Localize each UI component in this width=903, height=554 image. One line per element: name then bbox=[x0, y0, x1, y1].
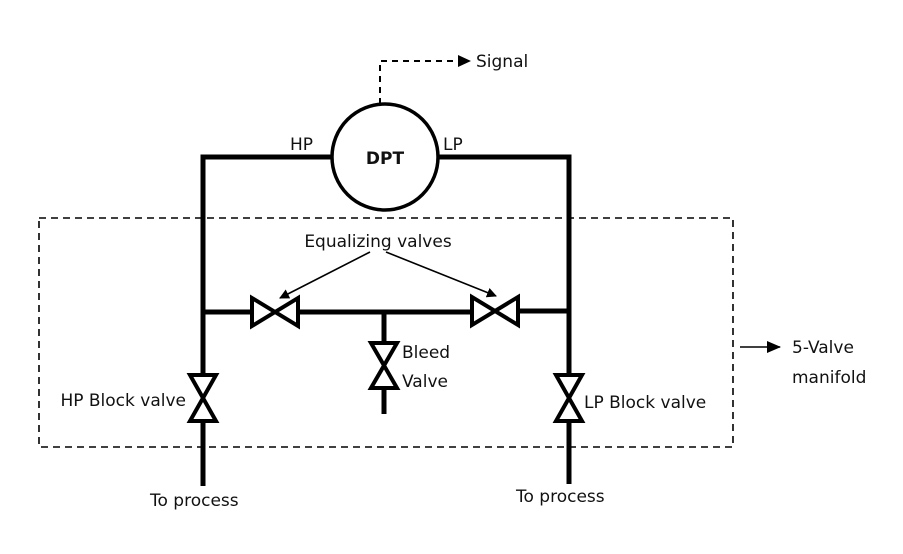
hp-impulse-line bbox=[200, 154, 332, 374]
bleed-label-line2: Valve bbox=[402, 372, 448, 392]
lp-side-label: LP bbox=[443, 135, 463, 155]
to-process-right-label: To process bbox=[515, 487, 605, 507]
equalizing-valves-label: Equalizing valves bbox=[304, 232, 452, 252]
bleed-label-line1: Bleed bbox=[402, 343, 450, 363]
signal-label: Signal bbox=[476, 52, 528, 72]
hp-side-label: HP bbox=[290, 135, 313, 155]
lp-block-valve-icon bbox=[552, 373, 586, 423]
dpt-label: DPT bbox=[366, 149, 405, 169]
to-process-left-label: To process bbox=[149, 491, 239, 511]
hp-block-valve-icon bbox=[186, 373, 220, 423]
manifold-boundary bbox=[38, 217, 734, 448]
manifold-label-line1: 5-Valve bbox=[792, 338, 854, 358]
bleed-valve-icon bbox=[367, 341, 401, 390]
manifold-label-line2: manifold bbox=[792, 368, 866, 388]
hp-block-valve-label: HP Block valve bbox=[60, 391, 186, 411]
equalizing-arrow-left bbox=[279, 251, 371, 299]
equalizing-valve-left-icon bbox=[250, 294, 300, 330]
lp-block-valve-label: LP Block valve bbox=[584, 393, 706, 413]
equalizing-arrow-right bbox=[385, 251, 497, 298]
equalizing-valve-right-icon bbox=[470, 293, 520, 329]
signal-line bbox=[379, 60, 462, 104]
lp-impulse-line bbox=[438, 154, 572, 374]
signal-arrow-icon bbox=[458, 55, 471, 67]
